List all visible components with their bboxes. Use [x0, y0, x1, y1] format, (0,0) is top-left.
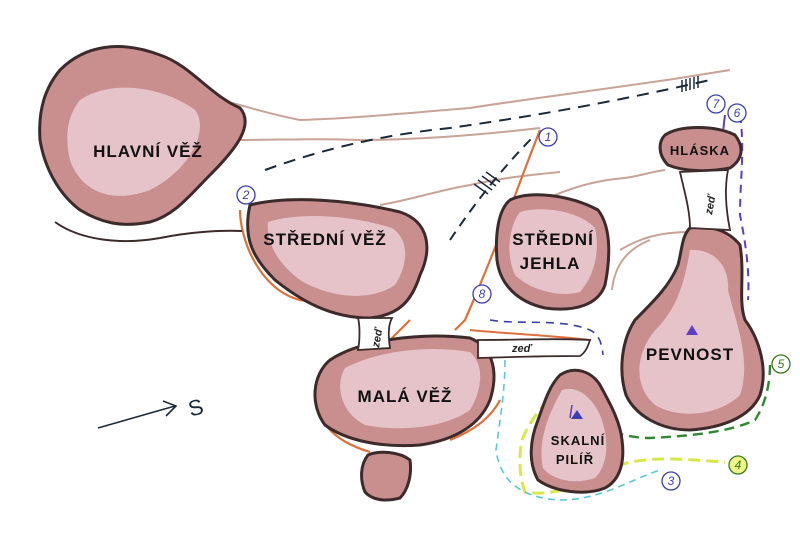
label-skalni-pilir-2: PILÍŘ: [556, 452, 594, 467]
black-base-line: [54, 221, 243, 243]
route-number-1: 1: [545, 130, 552, 144]
label-zed-1: zeď: [370, 326, 386, 349]
route-marker-2: 2: [236, 185, 256, 205]
route-numbers: 1 2 3 4 5 6 7 8: [236, 94, 791, 491]
tower-labels: HLAVNÍ VĚŽ STŘEDNÍ VĚŽ STŘEDNÍ JEHLA HLÁ…: [93, 142, 734, 467]
cyan-route-3: [495, 359, 661, 501]
ladder-icon: [473, 171, 501, 195]
route-number-5: 5: [778, 357, 785, 371]
route-number-3: 3: [668, 474, 675, 488]
summit-icon: [571, 410, 583, 419]
rock-hlavni-vez: [38, 45, 247, 226]
route-marker-7: 7: [706, 94, 726, 114]
north-arrow: S: [97, 394, 206, 429]
cliff-edges: [194, 69, 731, 291]
label-hlaska: HLÁSKA: [670, 143, 730, 158]
arrow-head-icon: [162, 400, 178, 417]
yellow-route-4: [518, 399, 726, 495]
label-zed-2: zeď: [511, 343, 533, 355]
label-stredni-vez: STŘEDNÍ VĚŽ: [263, 230, 386, 249]
green-route-5: [599, 364, 772, 440]
rock-skalni-pilir: [529, 368, 625, 494]
purple-route-8: [489, 319, 604, 356]
label-skalni-pilir-1: SKALNÍ: [551, 433, 605, 448]
rock-stredni-jehla: [494, 193, 611, 311]
route-number-4: 4: [735, 458, 742, 472]
rock-stredni-vez: [246, 198, 429, 320]
label-stredni-jehla-1: STŘEDNÍ: [512, 230, 594, 249]
walls: [356, 169, 732, 359]
route-marker-3: 3: [661, 471, 681, 491]
arrow-icon: [97, 405, 176, 429]
route-number-6: 6: [734, 106, 741, 120]
label-zed-3: zeď: [703, 193, 719, 216]
route-marker-4: 4: [728, 455, 748, 475]
rock-mala-vez: [313, 334, 496, 448]
summit-icon: [686, 325, 698, 335]
summit-markers: [569, 325, 698, 419]
route-number-8: 8: [479, 287, 486, 301]
rock-hlaska: [658, 126, 743, 173]
route-marker-8: 8: [472, 284, 492, 304]
label-hlavni-vez: HLAVNÍ VĚŽ: [93, 142, 203, 161]
rock-mala-vez-base: [360, 450, 412, 502]
route-marker-6: 6: [727, 103, 747, 123]
wall-labels: zeď zeď zeď: [370, 193, 719, 355]
black-approach-path: [264, 79, 711, 171]
label-pevnost: PEVNOST: [646, 345, 734, 364]
route-marker-1: 1: [538, 127, 558, 147]
north-arrow-label: S: [185, 394, 206, 422]
route-number-2: 2: [242, 188, 250, 202]
label-mala-vez: MALÁ VĚŽ: [358, 387, 453, 406]
route-marker-5: 5: [771, 354, 791, 374]
ladder-icon: [681, 76, 699, 92]
label-stredni-jehla-2: JEHLA: [520, 254, 581, 273]
route-number-7: 7: [713, 97, 721, 111]
purple-route-6: [738, 114, 750, 301]
